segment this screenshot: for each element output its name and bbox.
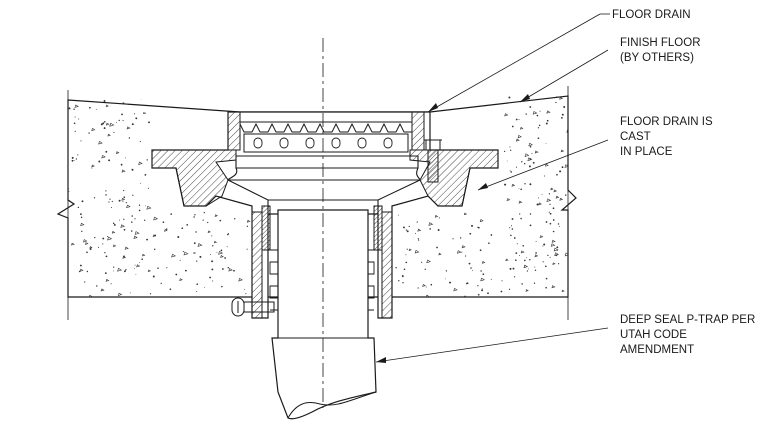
p-trap-pipe [271, 209, 377, 420]
svg-text:UTAH CODE: UTAH CODE [620, 329, 687, 341]
svg-text:FINISH FLOOR: FINISH FLOOR [620, 37, 701, 49]
svg-text:IN PLACE: IN PLACE [620, 146, 673, 158]
svg-text:(BY OTHERS): (BY OTHERS) [620, 52, 694, 64]
label-floor-drain: FLOOR DRAIN [612, 9, 691, 21]
svg-text:FLOOR DRAIN IS: FLOOR DRAIN IS [620, 116, 713, 128]
label-p-trap: DEEP SEAL P-TRAP PER UTAH CODE AMENDMENT [620, 314, 755, 356]
drain-body [151, 111, 499, 319]
set-screw [231, 297, 275, 317]
label-cast-in-place: FLOOR DRAIN IS CAST IN PLACE [620, 116, 713, 158]
svg-text:CAST: CAST [620, 131, 651, 143]
svg-text:FLOOR DRAIN: FLOOR DRAIN [612, 9, 691, 21]
svg-text:AMENDMENT: AMENDMENT [620, 344, 694, 356]
leader-lines [375, 13, 610, 363]
label-finish-floor: FINISH FLOOR (BY OTHERS) [620, 37, 701, 64]
svg-text:DEEP SEAL P-TRAP PER: DEEP SEAL P-TRAP PER [620, 314, 755, 326]
break-lines [67, 86, 569, 320]
